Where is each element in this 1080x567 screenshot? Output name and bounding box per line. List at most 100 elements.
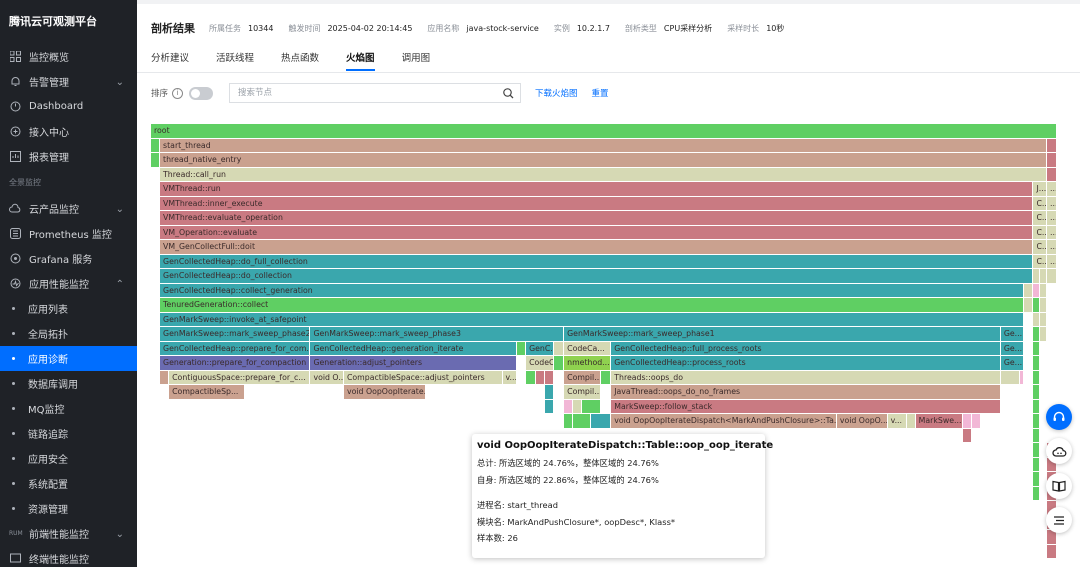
flame-frame[interactable]: CodeCa... (564, 341, 611, 355)
flame-frame[interactable] (971, 414, 980, 428)
flame-frame[interactable]: Threads::oops_do (611, 370, 1000, 384)
flame-frame[interactable]: Thread::call_run (160, 167, 1047, 181)
flame-frame[interactable]: void OopOopIterate... (343, 385, 426, 399)
flame-frame[interactable]: CompactibleSp... (169, 385, 245, 399)
nav-terminal-monitor[interactable]: 终端性能监控 (0, 546, 137, 567)
nav-db-calls[interactable]: 数据库调用 (0, 371, 137, 396)
reset-link[interactable]: 重置 (591, 89, 609, 99)
flame-frame[interactable]: thread_native_entry (160, 153, 1047, 167)
book-icon[interactable] (1046, 473, 1072, 499)
flame-frame[interactable] (906, 414, 915, 428)
tab-active-threads[interactable]: 活跃线程 (216, 53, 255, 64)
flame-frame[interactable]: void O... (310, 370, 343, 384)
flame-frame[interactable]: C... (1033, 240, 1047, 254)
tab-analysis-advice[interactable]: 分析建议 (151, 53, 190, 64)
flame-frame[interactable] (1033, 356, 1039, 370)
flame-frame[interactable]: ... (1047, 225, 1056, 239)
flame-frame[interactable] (1039, 327, 1047, 341)
flame-frame[interactable]: root (151, 124, 1056, 138)
nav-alarm-management[interactable]: 告警管理 ⌄ (0, 69, 137, 94)
flame-frame[interactable] (1033, 298, 1039, 312)
nav-report-management[interactable]: 报表管理 (0, 144, 137, 169)
flame-frame[interactable] (1047, 269, 1056, 283)
flame-frame[interactable]: VMThread::run (160, 182, 1033, 196)
flame-frame[interactable] (554, 356, 564, 370)
flame-frame[interactable] (1033, 269, 1039, 283)
flame-frame[interactable] (573, 399, 582, 413)
flame-frame[interactable] (517, 341, 526, 355)
flame-frame[interactable] (545, 370, 554, 384)
flame-frame[interactable]: GenC... (526, 341, 554, 355)
flame-frame[interactable]: VM_Operation::evaluate (160, 225, 1033, 239)
tab-flame-graph[interactable]: 火焰图 (346, 50, 375, 71)
flame-frame[interactable] (1033, 457, 1039, 471)
flame-frame[interactable] (1047, 530, 1056, 544)
flame-frame[interactable]: GenCollectedHeap::full_process_roots (611, 341, 1000, 355)
flame-frame[interactable]: JavaThread::oops_do_no_frames (611, 385, 1000, 399)
flame-frame[interactable] (1033, 443, 1039, 457)
nav-global-topology[interactable]: 全局拓扑 (0, 321, 137, 346)
flame-frame[interactable] (1033, 385, 1039, 399)
flame-frame[interactable] (1039, 269, 1047, 283)
info-icon[interactable]: i (172, 87, 184, 99)
flame-frame[interactable]: ... (1047, 254, 1056, 268)
flame-frame[interactable]: Ge... (1000, 341, 1024, 355)
flame-frame[interactable]: v... (887, 414, 906, 428)
nav-rum[interactable]: RUM 前端性能监控 ⌄ (0, 521, 137, 546)
flame-frame[interactable] (1033, 283, 1039, 297)
flame-frame[interactable]: v... (502, 370, 516, 384)
flame-frame[interactable] (1033, 399, 1039, 413)
flame-frame[interactable]: VMThread::inner_execute (160, 196, 1033, 210)
flame-frame[interactable]: GenCollectedHeap::generation_iterate (310, 341, 517, 355)
nav-access-center[interactable]: 接入中心 (0, 119, 137, 144)
flame-frame[interactable] (1019, 370, 1024, 384)
nav-apm[interactable]: 应用性能监控 ⌃ (0, 271, 137, 296)
nav-cloud-product-monitor[interactable]: 云产品监控 ⌄ (0, 196, 137, 221)
flame-frame[interactable]: GenMarkSweep::mark_sweep_phase1 (564, 327, 1000, 341)
flame-frame[interactable]: Ge... (1000, 356, 1024, 370)
flame-frame[interactable] (1047, 544, 1056, 558)
flame-frame[interactable]: GenMarkSweep::invoke_at_safepoint (160, 312, 1024, 326)
flame-frame[interactable]: CodeC... (526, 356, 554, 370)
flame-frame[interactable]: Ge... (1000, 327, 1024, 341)
nav-resource-management[interactable]: 资源管理 (0, 496, 137, 521)
flame-frame[interactable]: void OopOopIterateDispatch<MarkAndPushCl… (611, 414, 836, 428)
flame-frame[interactable]: Generation::prepare_for_compaction (160, 356, 310, 370)
flame-frame[interactable]: GenMarkSweep::mark_sweep_phase3 (310, 327, 564, 341)
flame-frame[interactable] (545, 385, 554, 399)
flame-frame[interactable] (1024, 298, 1033, 312)
flame-frame[interactable] (526, 370, 536, 384)
flame-frame[interactable]: C... (1033, 254, 1047, 268)
headset-icon[interactable] (1046, 404, 1072, 430)
nav-system-config[interactable]: 系统配置 (0, 471, 137, 496)
nav-prometheus[interactable]: Prometheus 监控 (0, 221, 137, 246)
flame-frame[interactable] (582, 399, 601, 413)
flame-frame[interactable] (591, 414, 611, 428)
flame-frame[interactable] (1033, 414, 1039, 428)
flame-frame[interactable] (573, 414, 591, 428)
flame-frame[interactable]: GenCollectedHeap::collect_generation (160, 283, 1024, 297)
flame-frame[interactable] (1039, 283, 1047, 297)
flame-frame[interactable]: GenCollectedHeap::do_full_collection (160, 254, 1033, 268)
flame-frame[interactable] (536, 370, 545, 384)
flame-frame[interactable] (554, 341, 564, 355)
nav-app-list[interactable]: 应用列表 (0, 296, 137, 321)
flame-frame[interactable]: MarkSwe... (915, 414, 962, 428)
cloud-bot-icon[interactable] (1046, 438, 1072, 464)
flame-frame[interactable]: ... (1047, 211, 1056, 225)
flame-frame[interactable]: ... (1047, 196, 1056, 210)
flame-frame[interactable]: ... (1047, 240, 1056, 254)
flame-frame[interactable]: C... (1033, 211, 1047, 225)
flame-frame[interactable] (1039, 312, 1047, 326)
flame-frame[interactable] (1047, 457, 1056, 471)
nav-mq-monitor[interactable]: MQ监控 (0, 396, 137, 421)
flame-frame[interactable] (1033, 341, 1039, 355)
flame-frame[interactable]: J... (1033, 182, 1047, 196)
flame-frame[interactable] (962, 428, 971, 442)
flame-frame[interactable]: C... (1033, 225, 1047, 239)
tab-hot-functions[interactable]: 热点函数 (281, 53, 320, 64)
flame-frame[interactable] (151, 153, 160, 167)
nav-app-diagnosis[interactable]: 应用诊断 (0, 346, 137, 371)
flame-frame[interactable] (1024, 283, 1033, 297)
flame-frame[interactable] (564, 399, 573, 413)
